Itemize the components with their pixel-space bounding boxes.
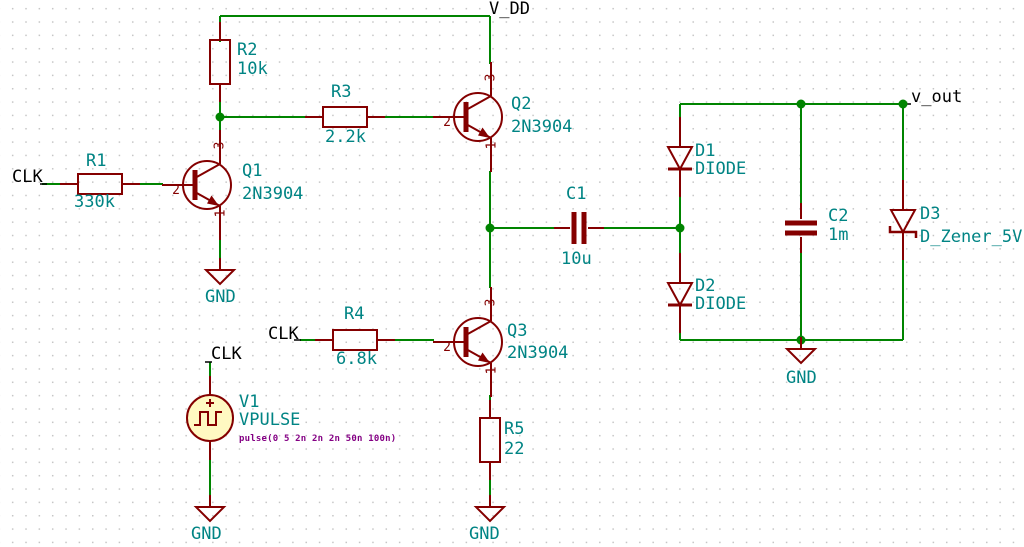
wires[interactable]	[42, 15, 906, 497]
q2-pin-base: 2	[443, 115, 451, 130]
net-label-vout[interactable]: v_out	[911, 87, 963, 107]
r3-reference[interactable]: R3	[331, 82, 352, 102]
capacitor-C1[interactable]	[554, 212, 604, 244]
c2-value[interactable]: 1m	[828, 225, 849, 245]
q3-pin-base: 2	[443, 340, 451, 355]
net-label-clk-3[interactable]: CLK	[211, 344, 242, 364]
d3-value[interactable]: D_Zener_5V	[920, 227, 1023, 247]
q1-pin-base: 2	[172, 183, 180, 198]
q2-pin-collector: 3	[483, 73, 499, 82]
c2-reference[interactable]: C2	[828, 206, 849, 226]
diode-D1[interactable]	[666, 115, 694, 199]
voltage-source-V1[interactable]	[186, 375, 234, 461]
q3-pin-collector: 3	[483, 298, 499, 307]
resistor-R2[interactable]	[209, 21, 231, 103]
q1-reference[interactable]: Q1	[242, 161, 263, 181]
v1-value[interactable]: VPULSE	[239, 410, 301, 430]
r1-reference[interactable]: R1	[86, 151, 107, 171]
gnd-symbol-1[interactable]	[205, 257, 235, 285]
gnd-symbol-2[interactable]	[195, 494, 225, 522]
net-label-vdd[interactable]: V_DD	[489, 0, 530, 19]
q1-pin-emitter: 1	[213, 209, 229, 218]
resistor-R4[interactable]	[314, 329, 396, 351]
q2-value[interactable]: 2N3904	[511, 117, 573, 137]
capacitor-C2[interactable]	[785, 203, 817, 253]
gnd-label-3[interactable]: GND	[469, 524, 500, 544]
q3-value[interactable]: 2N3904	[507, 343, 569, 363]
r4-reference[interactable]: R4	[344, 304, 365, 324]
diode-D2[interactable]	[666, 251, 694, 335]
q1-pin-collector: 3	[212, 141, 228, 150]
gnd-symbol-3[interactable]	[475, 494, 505, 522]
q3-reference[interactable]: Q3	[507, 321, 528, 341]
r2-value[interactable]: 10k	[237, 59, 268, 79]
zener-diode-D3[interactable]	[888, 178, 918, 262]
q2-reference[interactable]: Q2	[511, 94, 532, 114]
gnd-label-2[interactable]: GND	[191, 524, 222, 544]
resistor-R3[interactable]	[304, 106, 386, 128]
resistor-R1[interactable]	[59, 173, 141, 195]
d1-reference[interactable]: D1	[695, 141, 716, 161]
q1-value[interactable]: 2N3904	[242, 184, 304, 204]
r3-value[interactable]: 2.2k	[325, 127, 366, 147]
d2-reference[interactable]: D2	[695, 276, 716, 296]
v1-reference[interactable]: V1	[239, 392, 260, 412]
c1-value[interactable]: 10u	[561, 249, 592, 269]
d2-value[interactable]: DIODE	[695, 294, 747, 314]
r5-reference[interactable]: R5	[504, 419, 525, 439]
r5-value[interactable]: 22	[504, 439, 525, 459]
r4-value[interactable]: 6.8k	[336, 349, 377, 369]
resistor-R5[interactable]	[479, 399, 501, 481]
r2-reference[interactable]: R2	[237, 40, 258, 60]
c1-reference[interactable]: C1	[566, 184, 587, 204]
label-tails	[40, 103, 911, 363]
r1-value[interactable]: 330k	[74, 192, 115, 212]
q2-pin-emitter: 1	[484, 141, 500, 150]
gnd-label-1[interactable]: GND	[205, 287, 236, 307]
net-label-clk-1[interactable]: CLK	[12, 167, 43, 187]
junction-dots	[215, 99, 908, 345]
q3-pin-emitter: 1	[484, 366, 500, 375]
gnd-label-4[interactable]: GND	[786, 368, 817, 388]
net-label-clk-2[interactable]: CLK	[268, 324, 299, 344]
d3-reference[interactable]: D3	[920, 204, 941, 224]
v1-spice-model[interactable]: pulse(0 5 2n 2n 2n 50n 100n)	[239, 434, 397, 444]
d1-value[interactable]: DIODE	[695, 159, 747, 179]
